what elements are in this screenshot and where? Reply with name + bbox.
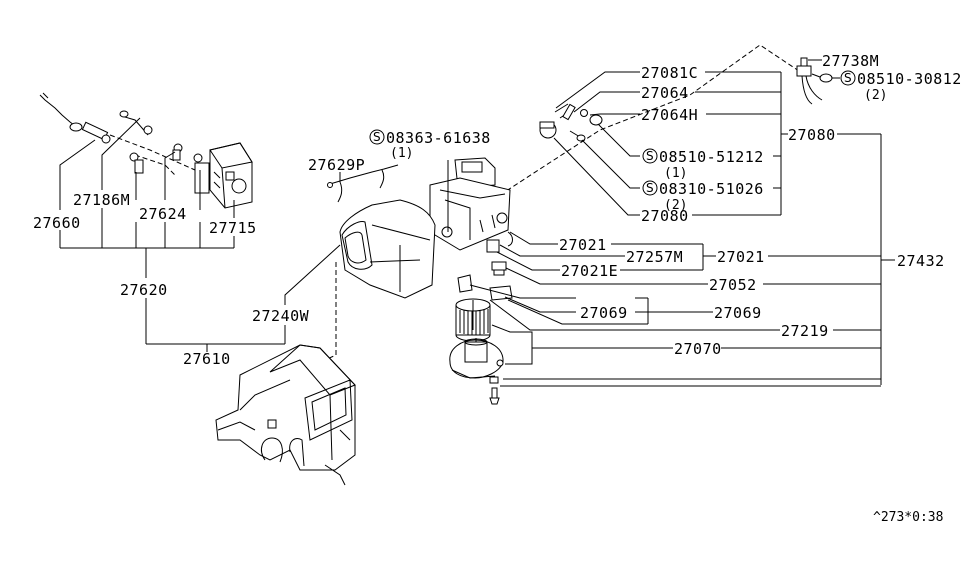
standard-part-icon: S <box>369 129 385 145</box>
label-27070[interactable]: 27070 <box>674 340 722 358</box>
clips-drawing <box>457 231 513 301</box>
label-27069-b[interactable]: 27069 <box>714 304 762 322</box>
leader-lines-left <box>59 117 341 352</box>
qty-08310-51026: (2) <box>664 198 687 213</box>
label-08363-61638[interactable]: 08363-61638 <box>386 129 491 147</box>
label-08310-51026[interactable]: 08310-51026 <box>659 180 764 198</box>
svg-text:S: S <box>646 181 654 195</box>
standard-part-icon: S <box>642 180 658 196</box>
blower-case-drawing <box>429 157 511 251</box>
label-27064h[interactable]: 27064H <box>641 106 698 124</box>
label-27610[interactable]: 27610 <box>183 350 231 368</box>
label-27080-top[interactable]: 27080 <box>788 126 836 144</box>
label-27240w[interactable]: 27240W <box>252 307 310 325</box>
intake-duct-27240w-drawing <box>339 199 436 299</box>
label-27624[interactable]: 27624 <box>139 205 187 223</box>
label-27021-b[interactable]: 27021 <box>717 248 765 266</box>
label-27021-a[interactable]: 27021 <box>559 236 607 254</box>
label-27080-lower[interactable]: 27080 <box>641 207 689 225</box>
screws-drawing <box>489 376 500 405</box>
svg-text:S: S <box>373 130 381 144</box>
standard-part-icon: S <box>840 70 856 86</box>
sensor-27738m-drawing <box>796 57 833 105</box>
label-27081c[interactable]: 27081C <box>641 64 698 82</box>
label-27620[interactable]: 27620 <box>120 281 168 299</box>
label-08510-30812[interactable]: 08510-30812 <box>857 70 962 88</box>
label-27257m[interactable]: 27257M <box>626 248 683 266</box>
qty-08510-51212: (1) <box>664 166 687 181</box>
leader-lines-right <box>553 59 882 385</box>
control-cables-drawing <box>39 92 210 194</box>
label-27629p[interactable]: 27629P <box>308 156 365 174</box>
label-27219[interactable]: 27219 <box>781 322 829 340</box>
standard-part-icon: S <box>642 148 658 164</box>
control-unit-27715-drawing <box>209 142 253 209</box>
leader-lines-mid <box>469 231 895 387</box>
label-27660[interactable]: 27660 <box>33 214 81 232</box>
heater-unit-27610-drawing <box>215 344 356 486</box>
leader-lines-center <box>339 160 449 232</box>
standard-part-symbols: S S S S <box>369 70 856 196</box>
label-27738m[interactable]: 27738M <box>822 52 879 70</box>
harness-27629p-drawing <box>327 164 399 203</box>
part-labels: 27738M 08510-30812 (2) 27081C 27064 2706… <box>33 52 962 368</box>
qty-08363-61638: (1) <box>390 146 413 161</box>
svg-text:S: S <box>844 71 852 85</box>
label-27186m[interactable]: 27186M <box>73 191 130 209</box>
label-27432[interactable]: 27432 <box>897 252 945 270</box>
blower-fan-27069-drawing <box>455 298 491 342</box>
label-27069-a[interactable]: 27069 <box>580 304 628 322</box>
label-27064[interactable]: 27064 <box>641 84 689 102</box>
diagram-code: ^273*0:38 <box>873 510 943 525</box>
label-27021e[interactable]: 27021E <box>561 262 618 280</box>
actuator-cluster-drawing <box>539 103 603 142</box>
label-27052[interactable]: 27052 <box>709 276 757 294</box>
label-08510-51212[interactable]: 08510-51212 <box>659 148 764 166</box>
qty-08510-30812: (2) <box>864 88 887 103</box>
blower-motor-27070-drawing <box>449 338 504 379</box>
svg-text:S: S <box>646 149 654 163</box>
label-27715[interactable]: 27715 <box>209 219 257 237</box>
